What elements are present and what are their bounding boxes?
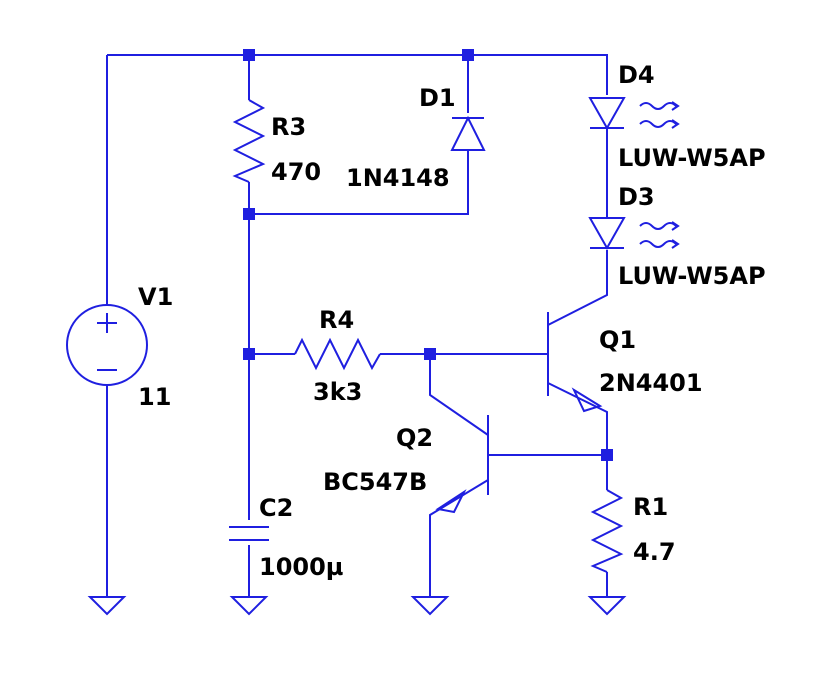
r1-resistor-zigzag [590,489,624,573]
v1-name-label: V1 [138,283,173,311]
d4-value-label: LUW-W5AP [618,144,766,172]
v1-source-circle [66,304,148,386]
junction-node [462,49,474,61]
wire-q2-emitter [429,479,489,597]
v1-value-label: 11 [138,383,171,411]
d3-led [588,217,680,251]
d4-led [588,97,680,131]
c2-capacitor [229,526,269,541]
wire-q2-collector [429,354,489,436]
component-labels: V1 11 R3 470 D1 1N4148 D4 LUW-W5AP D3 LU… [138,61,766,581]
ground-icon [89,596,125,615]
ground-icon [412,596,448,615]
wire-d1-bottom [249,150,469,215]
r4-value-label: 3k3 [313,378,362,406]
wires [106,54,608,597]
q2-emitter-arrow-icon [435,489,467,514]
d1-anode-triangle [450,115,486,151]
r3-value-label: 470 [271,158,321,186]
d4-name-label: D4 [618,61,655,89]
v1-plus-sign [97,313,117,333]
r3-name-label: R3 [271,113,306,141]
ground-symbols [89,596,625,615]
r1-name-label: R1 [633,493,668,521]
c2-value-label: 1000µ [259,553,343,581]
wire-d3-q1 [547,250,608,326]
junction-node [243,348,255,360]
d1-value-label: 1N4148 [346,164,450,192]
junction-nodes [243,49,613,461]
r1-value-label: 4.7 [633,538,676,566]
q1-name-label: Q1 [599,326,636,354]
q2-name-label: Q2 [396,424,433,452]
junction-node [243,208,255,220]
d1-name-label: D1 [419,84,456,112]
junction-node [601,449,613,461]
q2-transistor [435,415,489,514]
d4-triangle [588,97,626,131]
r4-resistor-zigzag [294,337,381,371]
d3-triangle [588,217,626,251]
d1-diode [450,115,486,151]
junction-node [424,348,436,360]
wire-top-rail [107,54,608,95]
d3-light-arrow-icon [639,221,680,231]
c2-name-label: C2 [259,494,293,522]
q1-emitter-arrow-icon [571,387,603,413]
ground-icon [231,596,267,615]
q1-value-label: 2N4401 [599,369,703,397]
d3-name-label: D3 [618,183,655,211]
d3-value-label: LUW-W5AP [618,262,766,290]
r4-name-label: R4 [319,306,354,334]
ground-icon [589,596,625,615]
wire-q1-emitter [547,382,608,490]
d3-light-arrow-icon [639,239,680,249]
d4-light-arrow-icon [639,119,680,129]
r3-resistor-zigzag [232,99,266,183]
v1-voltage-source [66,304,148,386]
d4-light-arrow-icon [639,101,680,111]
q2-value-label: BC547B [323,468,427,496]
q1-transistor [547,312,603,413]
junction-node [243,49,255,61]
